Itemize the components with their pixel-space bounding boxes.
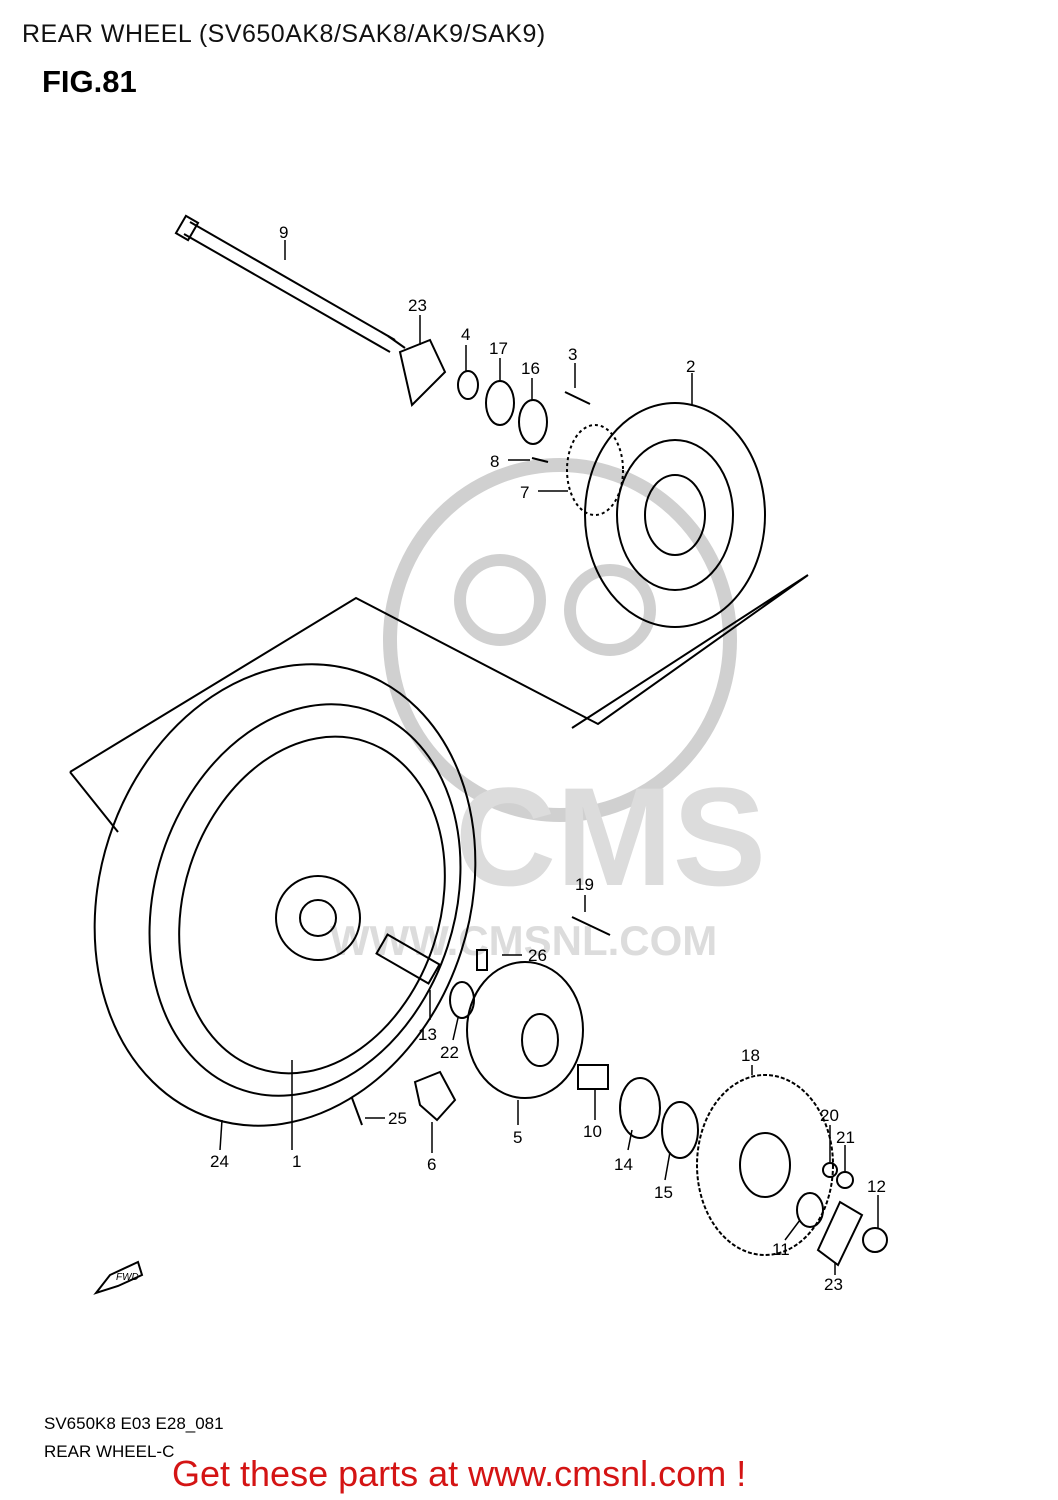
chain-adjuster-bottom	[816, 1200, 864, 1267]
cush-damper	[413, 1070, 457, 1122]
axle-nut	[862, 1227, 888, 1253]
oil-seal	[485, 380, 515, 426]
section-outline	[69, 574, 809, 833]
callout-label: 5	[513, 1128, 522, 1147]
axle-spacer	[796, 1192, 824, 1228]
callout-label: 2	[686, 357, 695, 376]
sprocket-oil-seal	[661, 1101, 699, 1159]
callout-label: 26	[528, 946, 547, 965]
callout-label: 24	[210, 1152, 229, 1171]
callout-label: 22	[440, 1043, 459, 1062]
callout-label: 23	[824, 1275, 843, 1294]
callout-label: 14	[614, 1155, 633, 1174]
callout-label: 10	[583, 1122, 602, 1141]
callout-label: 8	[490, 452, 499, 471]
callout-numbers: 1 2 3 4 5 6 7 8 9 10 11 12 13 14 15 16 1…	[210, 223, 886, 1294]
figure-label: FIG.81	[42, 64, 137, 99]
axle	[174, 214, 406, 353]
bearing	[518, 399, 548, 445]
callout-label: 21	[836, 1128, 855, 1147]
callout-label: 11	[772, 1240, 790, 1259]
sprocket-nut	[836, 1171, 854, 1189]
sensor-rotor	[566, 424, 624, 516]
callout-label: 9	[279, 223, 288, 242]
callout-label: 19	[575, 875, 594, 894]
screw	[531, 457, 549, 463]
callout-label: 15	[654, 1183, 673, 1202]
callout-label: 20	[820, 1106, 839, 1125]
callout-label: 23	[408, 296, 427, 315]
callout-label: 6	[427, 1155, 436, 1174]
brake-disc	[584, 402, 766, 628]
disc-bolt	[564, 391, 591, 405]
callout-label: 13	[418, 1025, 437, 1044]
callout-label: 4	[461, 325, 470, 344]
leader-lines	[219, 240, 879, 1275]
sprocket-mounting-drum	[466, 961, 584, 1099]
promo-link[interactable]: Get these parts at www.cmsnl.com !	[172, 1453, 747, 1494]
callout-label: 17	[489, 339, 508, 358]
watermark-text: CMS	[455, 758, 766, 915]
sprocket-washer	[822, 1162, 838, 1178]
spacer-collar	[457, 370, 479, 400]
callout-label: 1	[292, 1152, 301, 1171]
page-title: REAR WHEEL (SV650AK8/SAK8/AK9/SAK9)	[22, 20, 546, 48]
callout-label: 7	[520, 483, 529, 502]
hub-bearing	[449, 981, 475, 1019]
callout-label: 25	[388, 1109, 407, 1128]
cms-watermark: CMS WWW.CMSNL.COM	[330, 458, 766, 964]
sprocket-bearing	[619, 1077, 661, 1139]
forward-arrow-label: FWD	[116, 1272, 139, 1283]
wheel-rim	[178, 735, 446, 1075]
diagram-subtitle: REAR WHEEL-C	[44, 1442, 175, 1461]
callout-label: 18	[741, 1046, 760, 1065]
wheel-spacer	[375, 933, 441, 985]
callout-label: 12	[867, 1177, 886, 1196]
diagram-code: SV650K8 E03 E28_081	[44, 1414, 224, 1433]
forward-arrow-icon	[93, 1260, 144, 1295]
watermark-url: WWW.CMSNL.COM	[330, 917, 717, 964]
tire	[93, 663, 477, 1127]
damper-pin	[476, 949, 488, 971]
tire-valve	[351, 1097, 363, 1126]
rear-sprocket	[696, 1074, 834, 1256]
hub-bolt	[571, 916, 611, 936]
hub-collar	[577, 1064, 609, 1090]
callout-label: 16	[521, 359, 540, 378]
chain-adjuster-top	[398, 338, 447, 407]
callout-label: 3	[568, 345, 577, 364]
